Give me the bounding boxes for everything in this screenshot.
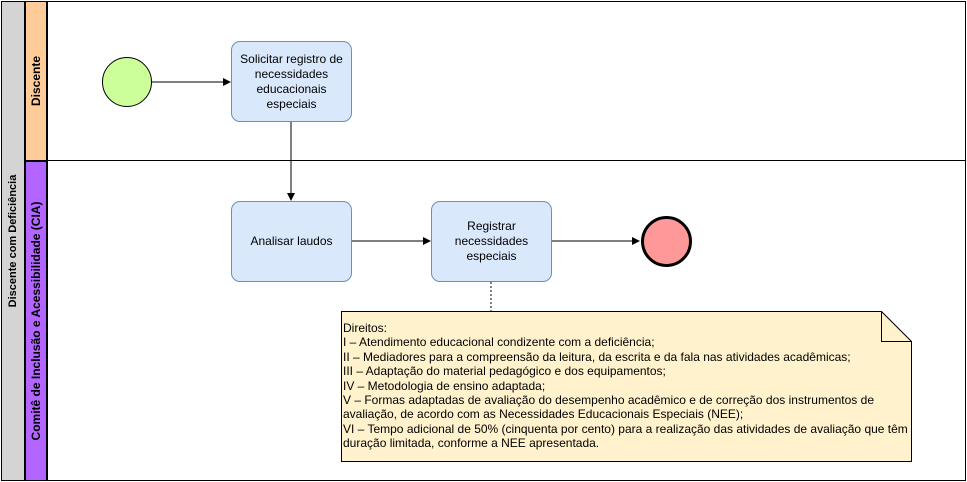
task-solicitar-registro[interactable]: Solicitar registro de necessidades educa… [231, 41, 352, 122]
end-event [641, 216, 692, 267]
task-solicitar-label: Solicitar registro de necessidades educa… [240, 51, 343, 111]
note-line-6: VI – Tempo adicional de 50% (cinquenta p… [343, 421, 908, 451]
start-event [102, 57, 152, 107]
note-shape [341, 311, 912, 462]
pool-header: Discente com Deficiência [1, 1, 25, 481]
rights-annotation-note: Direitos: I – Atendimento educacional co… [341, 311, 912, 462]
note-text: Direitos: I – Atendimento educacional co… [343, 321, 908, 451]
lane-body-discente [47, 1, 966, 161]
task-analisar-laudos[interactable]: Analisar laudos [231, 201, 352, 282]
note-title: Direitos: [343, 321, 388, 335]
note-line-1: I – Atendimento educacional condizente c… [343, 335, 655, 350]
task-registrar-necessidades[interactable]: Registrar necessidades especiais [431, 201, 552, 282]
note-line-4: IV – Metodologia de ensino adaptada; [343, 378, 546, 393]
note-line-2: II – Mediadores para a compreensão da le… [343, 349, 851, 364]
task-registrar-label: Registrar necessidades especiais [454, 219, 529, 263]
lane-header-discente: Discente [25, 1, 47, 161]
lane-header-cia: Comitê de Inclusão e Acessibilidade (CIA… [25, 161, 47, 481]
note-line-3: III – Adaptação do material pedagógico e… [343, 364, 666, 379]
task-analisar-label: Analisar laudos [250, 234, 333, 248]
note-line-5: V – Formas adaptadas de avaliação do des… [343, 393, 878, 422]
